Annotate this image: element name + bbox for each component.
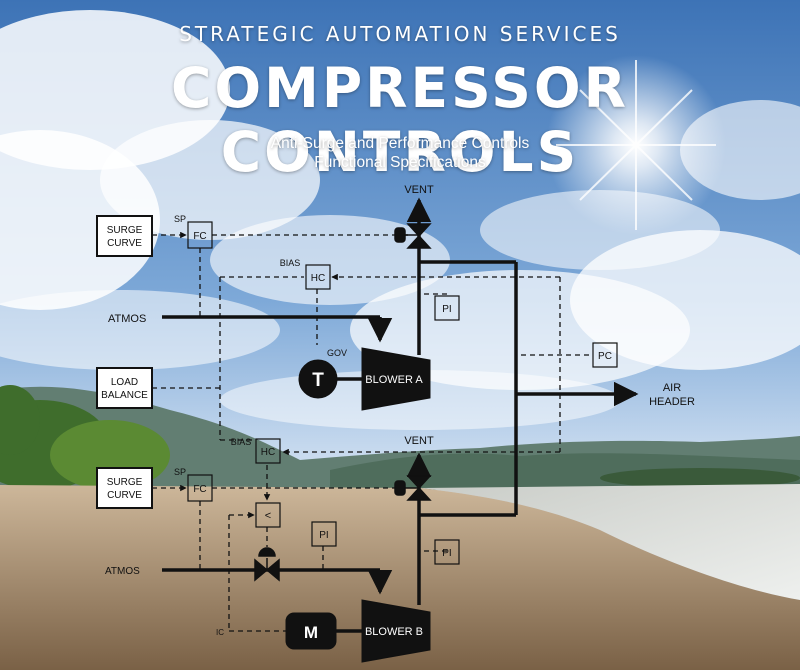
hc-a-label: HC bbox=[311, 273, 325, 284]
vent-bottom-label: VENT bbox=[404, 435, 434, 447]
atmos-a-label: ATMOS bbox=[108, 313, 146, 325]
bias-a-label: BIAS bbox=[280, 258, 301, 268]
motor-label: M bbox=[304, 623, 318, 642]
blower-b-shape bbox=[361, 599, 431, 663]
inlet-valve-b bbox=[254, 547, 280, 582]
clouds bbox=[0, 10, 800, 430]
diagram-labels: VENT VENT SURGE CURVE LOAD BALANCE SURGE… bbox=[101, 184, 695, 642]
pi-b1-label: PI bbox=[319, 530, 328, 541]
gov-label: GOV bbox=[327, 348, 347, 358]
surge-curve-a-line1: SURGE bbox=[107, 225, 143, 236]
load-balance-line2: BALANCE bbox=[101, 390, 148, 401]
load-balance-line1: LOAD bbox=[111, 377, 138, 388]
water bbox=[420, 484, 800, 600]
pi-b2-label: PI bbox=[442, 548, 451, 559]
ic-label: IC bbox=[216, 628, 224, 637]
page-title: COMPRESSOR CONTROLS bbox=[171, 56, 629, 184]
hc-b-label: HC bbox=[261, 447, 275, 458]
blower-b-label: BLOWER B bbox=[365, 626, 423, 638]
atmos-b-label: ATMOS bbox=[105, 566, 140, 577]
turbine-label: T bbox=[312, 370, 324, 391]
air-header-line2: HEADER bbox=[649, 396, 695, 408]
turbine-shape bbox=[298, 359, 338, 399]
process-diagram bbox=[96, 197, 639, 663]
header-kicker: STRATEGIC AUTOMATION SERVICES bbox=[179, 22, 621, 46]
surge-curve-a-line2: CURVE bbox=[107, 238, 142, 249]
pi-a-label: PI bbox=[442, 304, 451, 315]
vent-top-label: VENT bbox=[404, 184, 434, 196]
subtitle-line1: Anti-Surge and Performance Controls bbox=[270, 135, 530, 152]
sp-a-label: SP bbox=[174, 214, 186, 224]
motor-shape bbox=[285, 612, 337, 650]
fc-a-label: FC bbox=[193, 231, 206, 242]
blower-a-label: BLOWER A bbox=[365, 374, 423, 386]
bias-b-label: BIAS bbox=[231, 437, 252, 447]
fc-b-label: FC bbox=[193, 484, 206, 495]
vent-valve-a bbox=[394, 223, 432, 249]
blower-a-shape bbox=[361, 347, 431, 411]
subtitle-line2: Functional Specifications bbox=[314, 154, 486, 171]
vent-valve-b bbox=[394, 475, 432, 501]
pc-label: PC bbox=[598, 351, 612, 362]
surge-curve-b-line1: SURGE bbox=[107, 477, 143, 488]
air-header-line1: AIR bbox=[663, 382, 681, 394]
low-select-label: < bbox=[265, 510, 271, 522]
sp-b-label: SP bbox=[174, 467, 186, 477]
surge-curve-b-line2: CURVE bbox=[107, 490, 142, 501]
sun bbox=[546, 55, 726, 235]
